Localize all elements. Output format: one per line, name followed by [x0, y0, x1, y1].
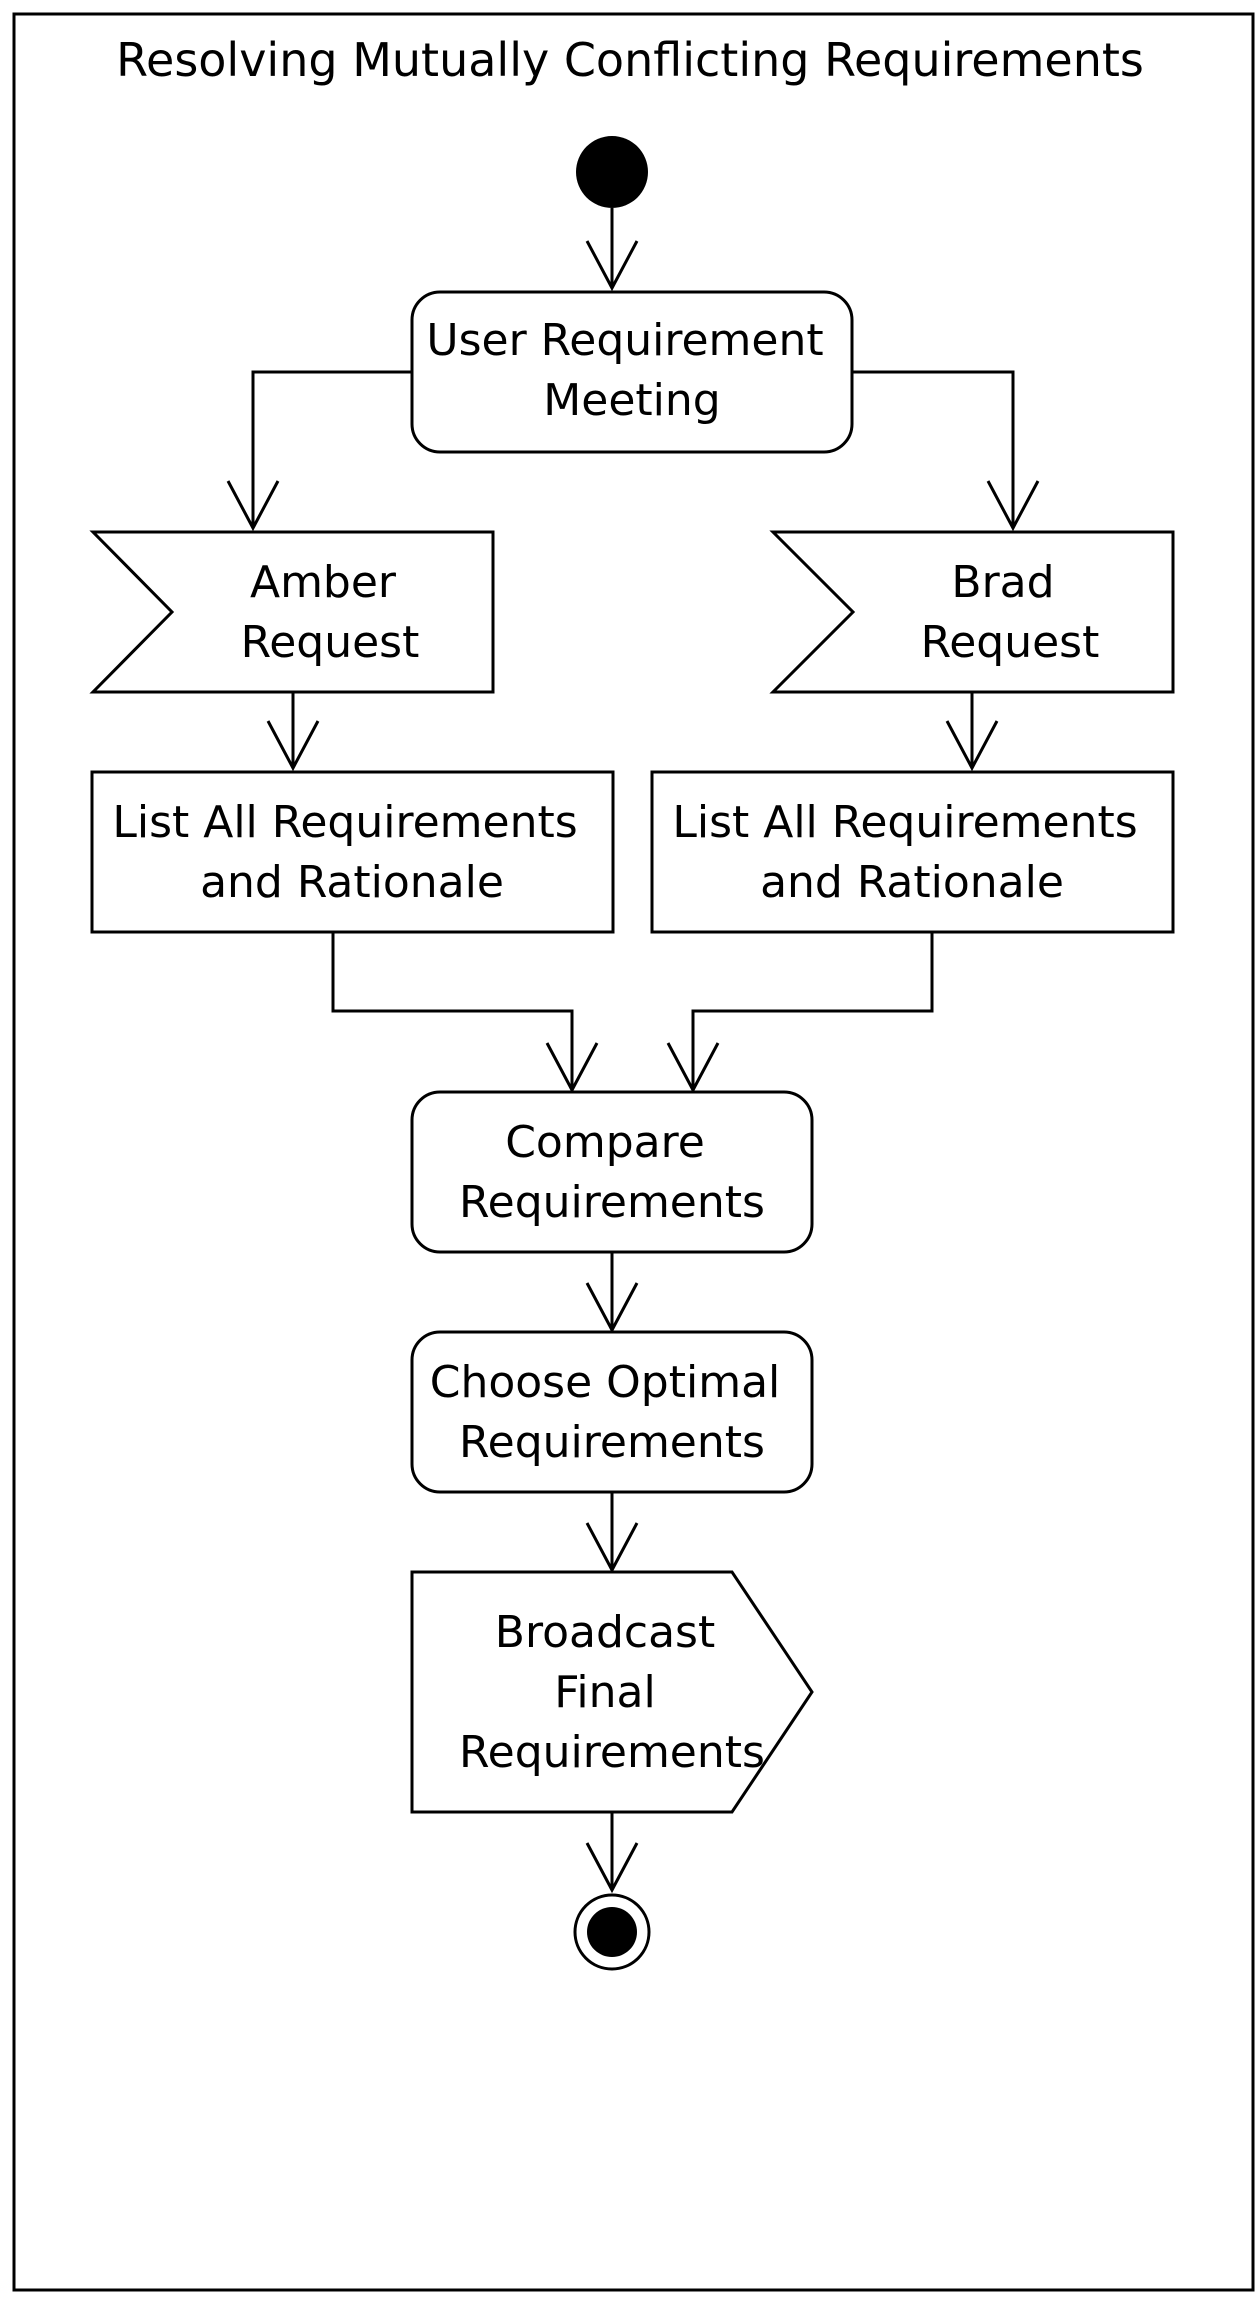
arrowhead-start-to-meeting — [585, 240, 639, 292]
edge-list-right-to-compare — [691, 932, 934, 1090]
node-label: Compare Requirements — [459, 1117, 765, 1228]
arrowhead-meeting-to-brad — [986, 480, 1040, 532]
node-list-requirements-right: List All Requirements and Rationale — [650, 770, 1175, 934]
arrowhead-brad-to-list — [945, 720, 999, 772]
node-user-requirement-meeting: User Requirement Meeting — [410, 290, 854, 454]
node-list-requirements-left: List All Requirements and Rationale — [90, 770, 615, 934]
node-label: Broadcast Final Requirements — [459, 1607, 765, 1778]
initial-node — [576, 136, 648, 208]
edge-meeting-to-amber — [251, 370, 412, 528]
arrowhead-choose-to-broadcast — [585, 1522, 639, 1574]
diagram-title: Resolving Mutually Conflicting Requireme… — [116, 33, 1144, 87]
arrowhead-list-right-to-compare — [666, 1042, 720, 1094]
node-label: User Requirement Meeting — [426, 315, 837, 426]
node-label: Brad Request — [921, 557, 1100, 668]
arrowhead-meeting-to-amber — [226, 480, 280, 532]
node-broadcast-final-requirements: Broadcast Final Requirements — [410, 1570, 814, 1814]
node-compare-requirements: Compare Requirements — [410, 1090, 814, 1254]
edge-meeting-to-brad — [852, 370, 1015, 528]
arrowhead-amber-to-list — [266, 720, 320, 772]
node-label: Choose Optimal Requirements — [430, 1357, 795, 1468]
edge-list-left-to-compare — [331, 932, 574, 1090]
node-label: List All Requirements and Rationale — [112, 797, 591, 908]
final-node — [573, 1893, 651, 1971]
node-amber-request: Amber Request — [89, 530, 495, 694]
arrowhead-compare-to-choose — [585, 1282, 639, 1334]
node-label: List All Requirements and Rationale — [672, 797, 1151, 908]
arrowhead-broadcast-to-final — [585, 1842, 639, 1894]
node-brad-request: Brad Request — [769, 530, 1175, 694]
arrowhead-list-left-to-compare — [545, 1042, 599, 1094]
node-label: Amber Request — [241, 557, 420, 668]
edges — [226, 208, 1040, 1894]
node-choose-optimal-requirements: Choose Optimal Requirements — [410, 1330, 814, 1494]
